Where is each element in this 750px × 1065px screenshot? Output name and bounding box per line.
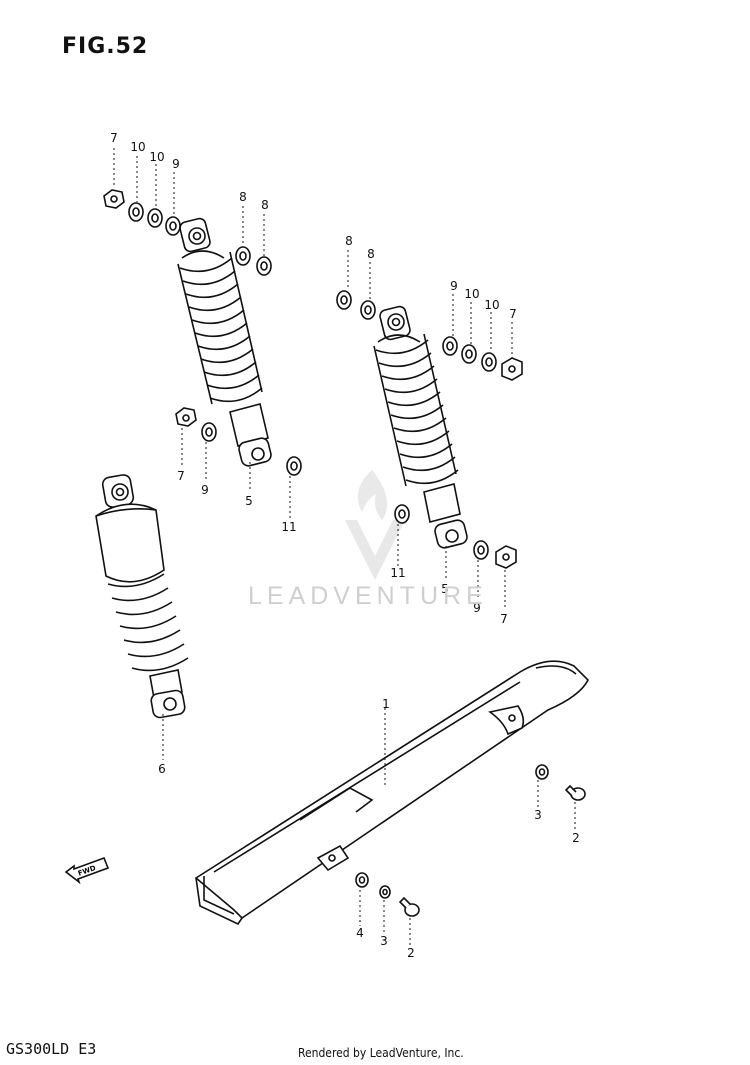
nut bbox=[501, 357, 523, 381]
forward-arrow-icon: FWD bbox=[64, 856, 110, 885]
bolt bbox=[398, 896, 420, 917]
washer bbox=[461, 344, 477, 364]
callout-3-grommet: 3 bbox=[380, 934, 388, 948]
washer bbox=[286, 456, 302, 476]
callout-2-bolt: 2 bbox=[572, 831, 580, 845]
callout-3-grommet: 3 bbox=[534, 808, 542, 822]
washer bbox=[235, 246, 251, 266]
grommet bbox=[535, 764, 549, 780]
callout-7-nut: 7 bbox=[500, 612, 508, 626]
callout-10-washer: 10 bbox=[484, 298, 500, 312]
callout-9-washer: 9 bbox=[473, 601, 481, 615]
rear-shock-absorber-assembly bbox=[95, 474, 189, 719]
callout-11-washer: 11 bbox=[281, 520, 297, 534]
washer bbox=[442, 336, 458, 356]
grommet bbox=[379, 885, 391, 899]
callout-1-chain-case: 1 bbox=[382, 697, 390, 711]
damper bbox=[355, 872, 369, 888]
callout-5-shock-absorber: 5 bbox=[441, 582, 449, 596]
figure-title: FIG.52 bbox=[62, 34, 149, 59]
callout-10-washer: 10 bbox=[149, 150, 165, 164]
hardware-parts bbox=[103, 189, 586, 917]
washer bbox=[256, 256, 272, 276]
callout-8-washer: 8 bbox=[345, 234, 353, 248]
callout-10-washer: 10 bbox=[464, 287, 480, 301]
rear-shock-absorber-right bbox=[373, 305, 468, 549]
shock-spring-coils bbox=[375, 339, 459, 485]
callout-2-bolt: 2 bbox=[407, 946, 415, 960]
leader-lines bbox=[113, 148, 576, 946]
model-code: GS300LD E3 bbox=[6, 1040, 97, 1058]
callout-8-washer: 8 bbox=[261, 198, 269, 212]
washer bbox=[201, 422, 217, 442]
callout-7-nut: 7 bbox=[177, 469, 185, 483]
rear-shock-absorber-left-upper bbox=[177, 217, 272, 467]
callout-9-washer: 9 bbox=[201, 483, 209, 497]
callout-7-nut: 7 bbox=[509, 307, 517, 321]
callout-6-shock-absorber: 6 bbox=[158, 762, 166, 776]
callout-8-washer: 8 bbox=[239, 190, 247, 204]
watermark-text: LEADVENTURE bbox=[248, 582, 488, 610]
washer bbox=[336, 290, 352, 310]
callout-4-damper: 4 bbox=[356, 926, 364, 940]
washer bbox=[128, 202, 144, 222]
washer bbox=[394, 504, 410, 524]
washer bbox=[165, 216, 181, 236]
render-credit: Rendered by LeadVenture, Inc. bbox=[298, 1046, 464, 1060]
callout-9-washer: 9 bbox=[450, 279, 458, 293]
shock-spring-coils bbox=[179, 257, 263, 403]
bolt bbox=[564, 784, 586, 801]
callout-11-washer: 11 bbox=[390, 566, 406, 580]
nut bbox=[495, 545, 517, 569]
leadventure-watermark-logo bbox=[345, 470, 405, 580]
nut bbox=[175, 407, 197, 427]
chain-case bbox=[194, 660, 589, 926]
callout-7-nut: 7 bbox=[110, 131, 118, 145]
washer bbox=[147, 208, 163, 228]
callout-5-shock-absorber: 5 bbox=[245, 494, 253, 508]
washer bbox=[481, 352, 497, 372]
callout-8-washer: 8 bbox=[367, 247, 375, 261]
washer bbox=[360, 300, 376, 320]
callout-9-washer: 9 bbox=[172, 157, 180, 171]
nut bbox=[103, 189, 125, 209]
callout-10-washer: 10 bbox=[130, 140, 146, 154]
washer bbox=[473, 540, 489, 560]
shock-spring-coils bbox=[107, 573, 189, 672]
